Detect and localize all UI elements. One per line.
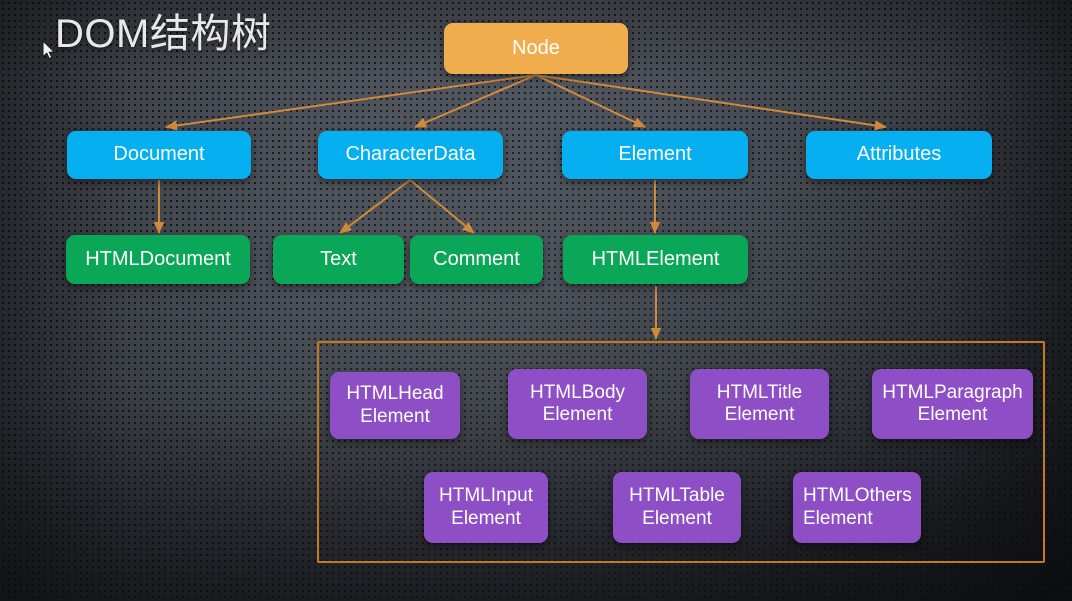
node-label: HTMLElement [591, 247, 720, 270]
node-label: Node [512, 36, 560, 59]
edge-node-document [165, 74, 537, 131]
node-box-htmlelement[interactable]: HTMLElement [563, 235, 748, 284]
node-label-line1: HTMLBody [529, 381, 626, 403]
node-label-line2: Element [360, 405, 430, 427]
node-label-line1: HTMLHead [346, 383, 444, 405]
node-label: CharacterData [345, 143, 476, 166]
node-box-htmldocument[interactable]: HTMLDocument [66, 235, 250, 284]
node-box-node[interactable]: Node [444, 23, 628, 74]
edge-node-attributes [535, 74, 887, 131]
mouse-pointer-icon [42, 40, 56, 60]
node-box-htmltable[interactable]: HTMLTable Element [613, 472, 741, 543]
edge-characterdata-comment [409, 179, 475, 234]
node-label-line1: HTMLInput [439, 485, 533, 507]
node-label: Attributes [856, 143, 942, 166]
node-box-htmlbody[interactable]: HTMLBody Element [508, 369, 647, 439]
page-title: DOM结构树 [55, 12, 272, 56]
node-box-htmlparagraph[interactable]: HTMLParagraph Element [872, 369, 1033, 439]
node-label-line2: Element [803, 507, 873, 529]
node-label-line1: HTMLTitle [716, 381, 803, 403]
node-label: Document [113, 143, 205, 166]
edge-node-element [535, 74, 646, 128]
node-label-line1: HTMLParagraph [882, 381, 1023, 403]
node-box-comment[interactable]: Comment [410, 235, 543, 284]
node-label: Element [618, 143, 692, 166]
node-label-line2: Element [724, 404, 795, 425]
node-box-htmlinput[interactable]: HTMLInput Element [424, 472, 548, 543]
node-box-document[interactable]: Document [67, 131, 251, 179]
node-box-element[interactable]: Element [562, 131, 748, 179]
node-box-text[interactable]: Text [273, 235, 404, 284]
node-label-line2: Element [642, 507, 712, 529]
node-box-htmlhead[interactable]: HTMLHead Element [330, 372, 460, 439]
node-box-characterdata[interactable]: CharacterData [318, 131, 503, 179]
node-label-line2: Element [451, 507, 521, 529]
node-label-line1: HTMLOthers [803, 485, 912, 507]
edge-node-characterdata [414, 74, 537, 128]
node-label: HTMLDocument [85, 247, 231, 270]
node-box-htmlothers[interactable]: HTMLOthers Element [793, 472, 921, 543]
node-box-htmltitle[interactable]: HTMLTitle Element [690, 369, 829, 439]
node-box-attributes[interactable]: Attributes [806, 131, 992, 179]
edge-characterdata-text [339, 179, 411, 234]
node-label-line1: HTMLTable [629, 485, 725, 507]
node-label-line2: Element [542, 404, 613, 425]
node-label: Comment [433, 247, 520, 270]
node-label: Text [320, 247, 357, 270]
node-label-line2: Element [917, 404, 988, 425]
